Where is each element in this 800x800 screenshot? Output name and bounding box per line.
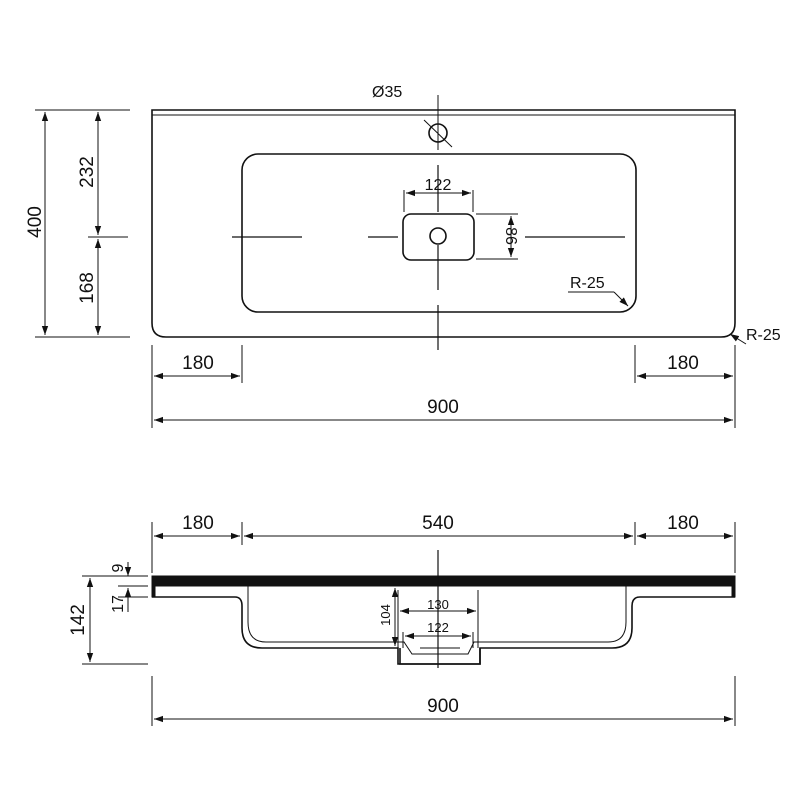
basin-outline <box>151 109 736 338</box>
drain-inner-label: 122 <box>427 620 449 635</box>
top-view: 400 232 168 Ø35 122 86 R-25 R-25 180 180… <box>25 84 781 428</box>
right-margin-label: 180 <box>667 353 699 374</box>
bowl-inner-profile <box>247 586 627 655</box>
drain-stub <box>399 648 481 665</box>
side-center-width-label: 540 <box>422 513 454 534</box>
inner-radius-label: R-25 <box>570 275 605 292</box>
overall-height-label: 142 <box>68 604 89 636</box>
rim-thickness-label: 17 <box>110 595 127 613</box>
dim-232-label: 232 <box>77 156 98 188</box>
countertop-slab <box>151 575 736 598</box>
left-margin-label: 180 <box>182 353 214 374</box>
side-overall-width-label: 900 <box>427 696 459 717</box>
outer-radius-leader <box>729 333 747 345</box>
inner-radius-leader <box>613 291 629 307</box>
drain-width-label: 122 <box>425 177 452 194</box>
drain-hole <box>429 227 447 245</box>
dim-400-label: 400 <box>25 206 46 238</box>
overall-width-label: 900 <box>427 397 459 418</box>
hole-diameter-label: Ø35 <box>372 84 402 101</box>
side-view: 180 540 180 130 122 104 142 17 <box>68 513 736 726</box>
bowl-depth-label: 104 <box>378 604 393 626</box>
side-left-margin-label: 180 <box>182 513 214 534</box>
drain-height-label: 86 <box>502 227 519 245</box>
outer-radius-label: R-25 <box>746 327 781 344</box>
inner-bowl <box>241 153 637 313</box>
dim-168-label: 168 <box>77 272 98 304</box>
side-right-margin-label: 180 <box>667 513 699 534</box>
top-thickness-label: 9 <box>110 563 127 572</box>
drain-outer-label: 130 <box>427 597 449 612</box>
